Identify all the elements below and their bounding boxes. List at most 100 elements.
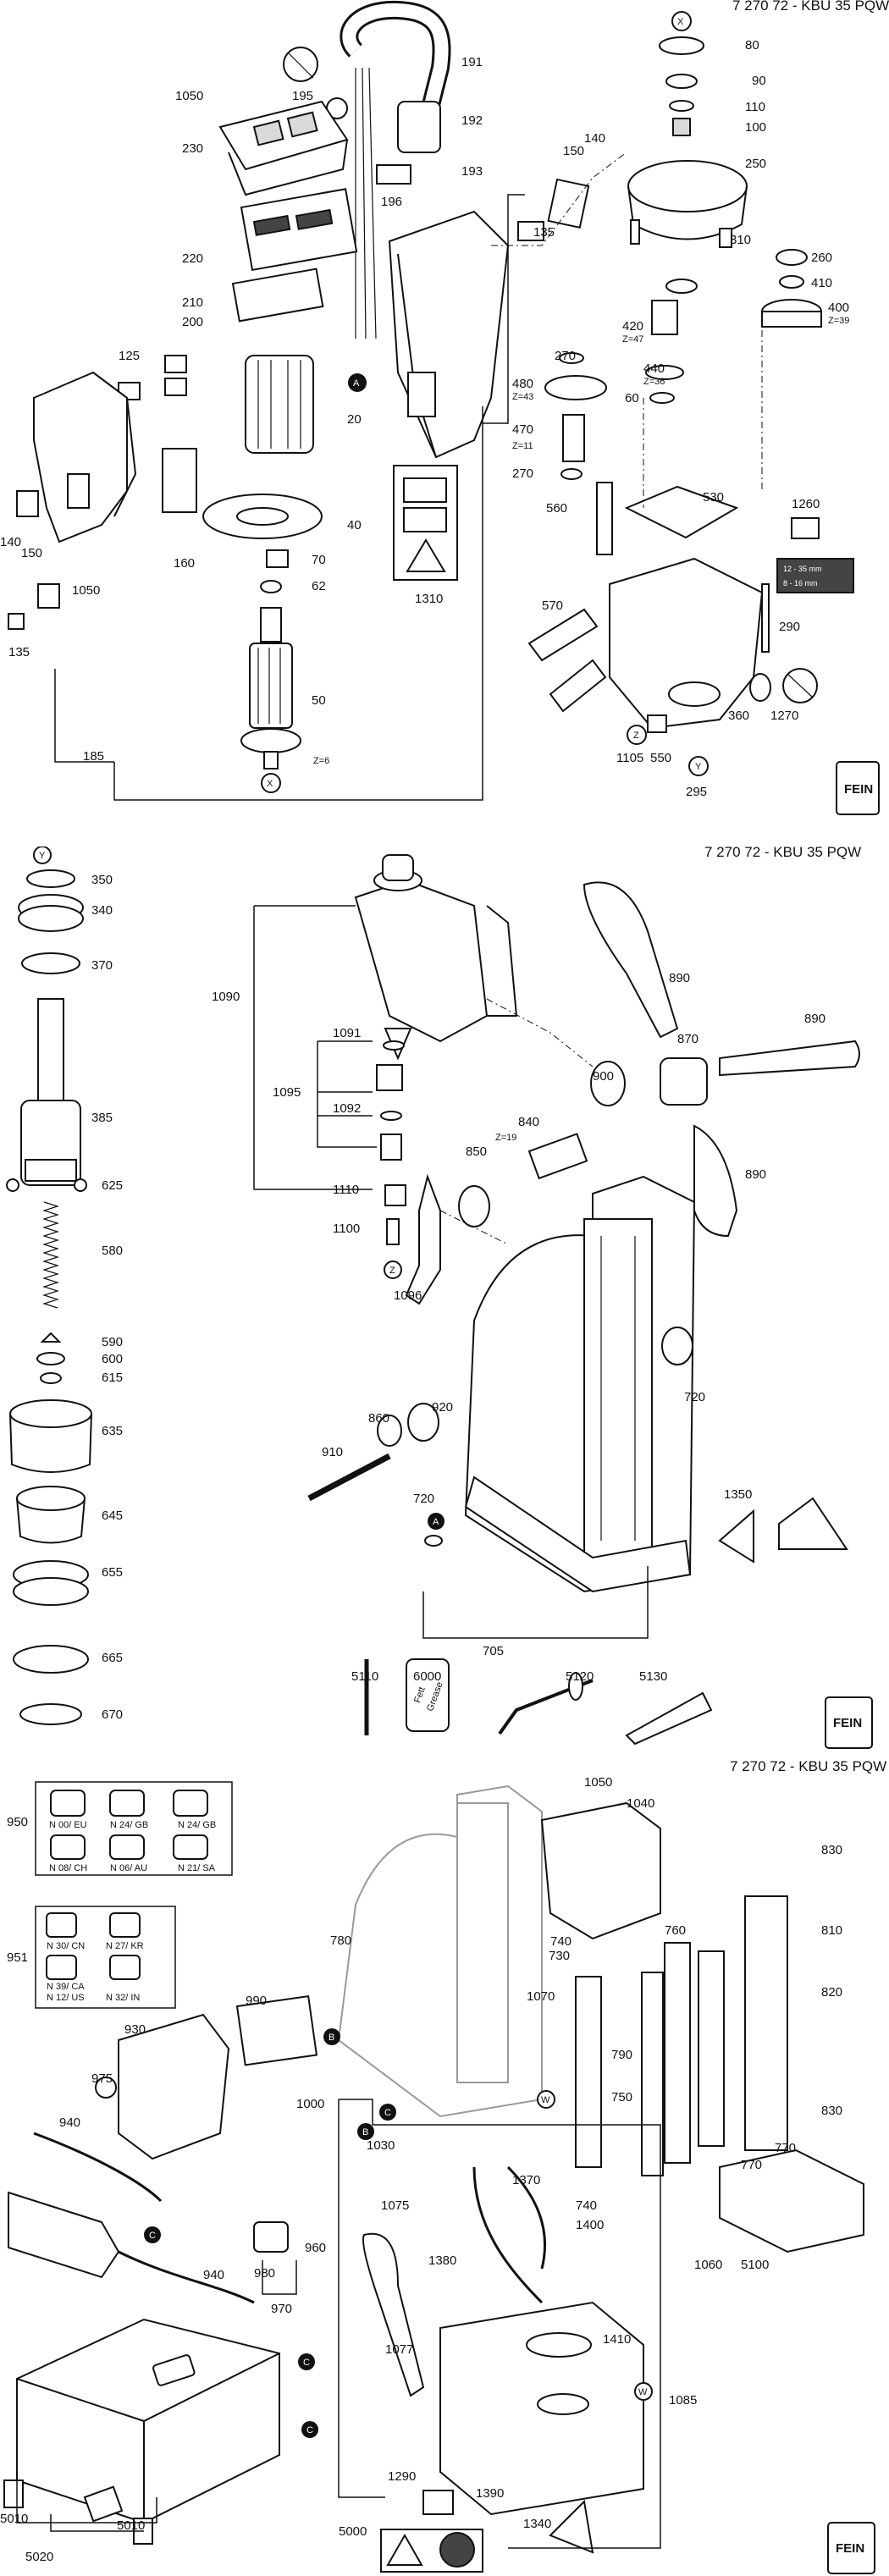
label-820: 820 <box>821 1985 842 2000</box>
part-labels: 80 90 110 100 250 191 192 193 195 196 10… <box>0 38 849 799</box>
pinion-Z6 <box>263 751 279 769</box>
label-890c: 890 <box>745 1167 766 1182</box>
sheet-title: 7 270 72 - KBU 35 PQW <box>704 847 861 860</box>
valve-1095 <box>376 1064 403 1091</box>
label-1100: 1100 <box>333 1222 360 1236</box>
spec-line-2: 8 - 16 mm <box>783 579 818 587</box>
spring-580 <box>41 1201 60 1309</box>
label-1110: 1110 <box>333 1183 359 1197</box>
lever-570b <box>549 659 607 713</box>
label-270b: 270 <box>512 466 533 481</box>
label-1096: 1096 <box>394 1288 422 1303</box>
exploded-view-electronics: 7 270 72 - KBU 35 PQW N 00/ EU N 24/ GB … <box>0 1761 886 2574</box>
part-150 <box>16 490 39 517</box>
label-40: 40 <box>347 518 362 532</box>
label-615: 615 <box>102 1371 123 1385</box>
svg-text:N 21/ SA: N 21/ SA <box>178 1863 216 1873</box>
label-645: 645 <box>102 1509 123 1523</box>
sleeve-635 <box>9 1399 92 1428</box>
rail-750 <box>641 1972 664 2176</box>
label-135b: 135 <box>533 225 555 240</box>
spec-line-1: 12 - 35 mm <box>783 565 822 573</box>
label-990: 990 <box>246 1994 267 2008</box>
label-6000: 6000 <box>413 1669 441 1684</box>
label-940b: 940 <box>203 2268 224 2282</box>
sheet-1-drive-assembly: 7 270 72 - KBU 35 PQW <box>0 0 889 847</box>
label-840: 840 <box>518 1115 539 1129</box>
label-340: 340 <box>91 903 113 918</box>
handle-890b <box>719 1040 860 1077</box>
label-730: 730 <box>549 1949 570 1963</box>
ball-625a <box>6 1178 19 1192</box>
ring-60b <box>649 392 675 404</box>
label-530: 530 <box>703 490 724 505</box>
no-disassembly-icon <box>283 47 318 82</box>
label-910: 910 <box>322 1445 343 1459</box>
armature-shaft <box>260 607 282 643</box>
svg-text:N 06/ AU: N 06/ AU <box>110 1863 147 1873</box>
cover-160 <box>162 448 197 513</box>
svg-text:Z: Z <box>633 731 639 741</box>
rail-760b <box>698 1950 725 2147</box>
bracket-1090 <box>253 906 373 1190</box>
label-951: 951 <box>7 1950 28 1965</box>
ring-615 <box>40 1372 62 1384</box>
svg-text:N 30/ CN: N 30/ CN <box>47 1941 85 1951</box>
label-z43: Z=43 <box>512 392 533 402</box>
housing-shell <box>33 371 128 543</box>
armature-50 <box>249 643 293 729</box>
label-220: 220 <box>182 251 203 266</box>
svg-text:X: X <box>267 779 273 789</box>
label-1260 <box>791 517 820 539</box>
board-210 <box>231 268 324 323</box>
ring-720a <box>661 1327 693 1365</box>
label-z39: Z=39 <box>828 316 849 326</box>
coolant-tank-1090 <box>354 879 489 1043</box>
ring-1410 <box>526 2332 592 2358</box>
o-ring-1091 <box>383 1040 405 1051</box>
label-480: 480 <box>512 377 533 391</box>
sleeve-645 <box>16 1486 86 1511</box>
label-192: 192 <box>461 113 483 128</box>
bolt-910 <box>307 1453 391 1502</box>
label-60: 60 <box>625 391 639 405</box>
exploded-view-stand: 7 270 72 - KBU 35 PQW Y Z <box>6 847 873 1749</box>
control-panel-930 <box>118 2013 230 2160</box>
label-150: 150 <box>21 546 42 560</box>
label-185: 185 <box>83 749 104 764</box>
label-1410: 1410 <box>603 2332 631 2347</box>
svg-text:B: B <box>362 2127 368 2137</box>
label-770: 770 <box>775 2141 796 2155</box>
gearbox-housing <box>609 557 764 730</box>
label-580: 580 <box>102 1244 123 1258</box>
plug-gb-icon <box>109 1790 145 1817</box>
label-191: 191 <box>461 55 483 69</box>
label-420: 420 <box>622 319 643 334</box>
plug-ch-icon <box>50 1834 86 1860</box>
label-600: 600 <box>102 1352 123 1366</box>
fan <box>240 728 301 753</box>
svg-text:Y: Y <box>695 762 702 772</box>
label-20: 20 <box>347 412 362 427</box>
label-110: 110 <box>745 100 765 114</box>
label-1091: 1091 <box>333 1026 361 1040</box>
label-760: 760 <box>665 1923 686 1938</box>
gear-900 <box>590 1061 626 1106</box>
svg-text:X: X <box>677 17 684 27</box>
sleeve-665 <box>13 1645 89 1674</box>
rail-760 <box>664 1942 691 2164</box>
part-200a <box>164 355 187 373</box>
ring-860 <box>377 1415 402 1447</box>
tool-1380 <box>362 2232 425 2397</box>
label-196: 196 <box>381 195 402 209</box>
label-975: 975 <box>91 2071 113 2086</box>
svg-text:N 24/ GB: N 24/ GB <box>110 1820 148 1830</box>
pin-310 <box>719 228 732 248</box>
label-z19: Z=19 <box>495 1133 516 1143</box>
case-logo <box>152 2354 196 2386</box>
label-1092: 1092 <box>333 1101 361 1116</box>
spec-plate <box>776 558 854 593</box>
plug-in-icon <box>109 1955 141 1980</box>
label-570: 570 <box>542 598 563 613</box>
ring-370 <box>21 952 80 974</box>
